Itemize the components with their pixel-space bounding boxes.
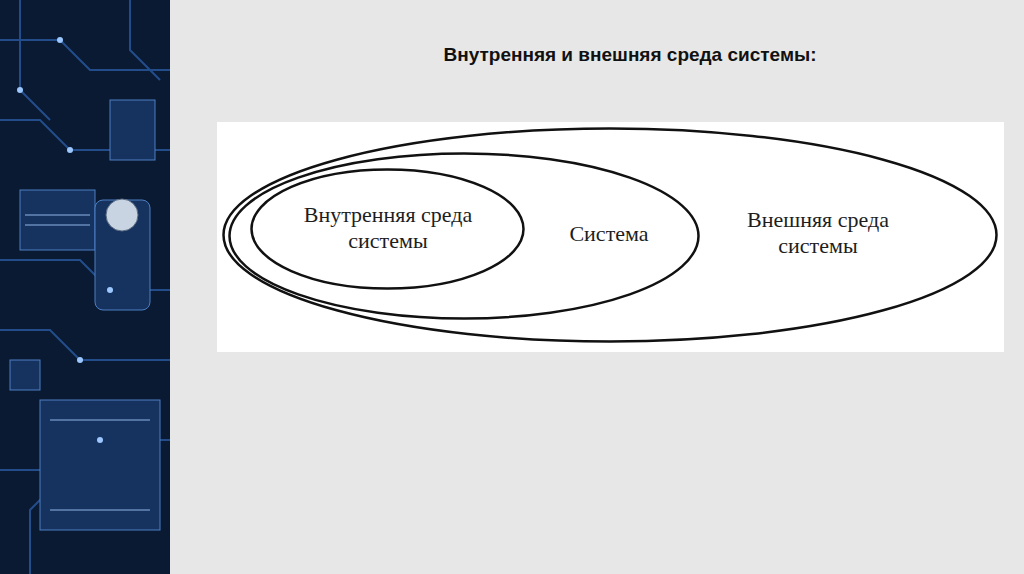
slide-title: Внутренняя и внешняя среда системы: xyxy=(300,44,960,66)
node-label: Система xyxy=(534,221,684,247)
external-environment-ellipse: Внешняя среда системы Система Внутренняя с… xyxy=(222,127,998,343)
internal-environment-ellipse: Внутренняя среда системы xyxy=(250,168,525,290)
system-ellipse: Система Внутренняя среда системы xyxy=(228,152,700,320)
node-label: Внешняя среда системы xyxy=(718,207,918,260)
node-label: Внутренняя среда системы xyxy=(283,202,493,255)
circuit-board-photo xyxy=(0,0,170,574)
